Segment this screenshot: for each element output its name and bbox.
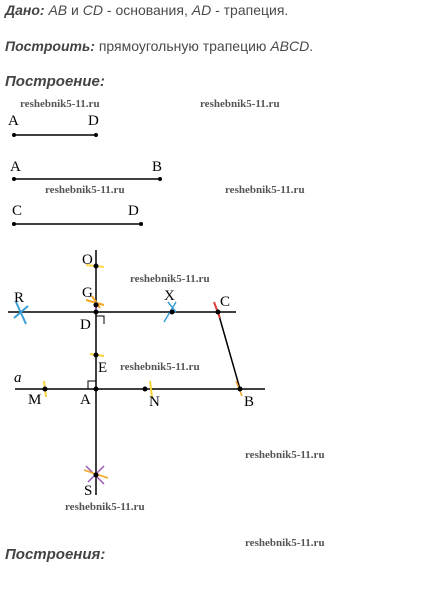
label-b: B bbox=[244, 394, 254, 410]
point-s bbox=[93, 472, 99, 478]
trapezoid-construction: O G R X C D E a M A N B S bbox=[8, 250, 265, 499]
given-label: Дано: bbox=[5, 2, 45, 18]
label-o: O bbox=[82, 252, 93, 268]
construction-heading: Построение: bbox=[5, 73, 105, 90]
segment-ad: A D bbox=[8, 113, 99, 137]
segment-cd-label-c: C bbox=[12, 203, 22, 219]
point-n bbox=[142, 386, 148, 392]
segment-ab-label-b: B bbox=[152, 159, 162, 175]
watermark-5: reshebnik5-11.ru bbox=[130, 273, 210, 285]
arc-mark-r bbox=[13, 301, 29, 325]
arc-mark-n bbox=[149, 380, 153, 398]
segment-cd-label-d: D bbox=[128, 203, 139, 219]
segment-ab-label-a: A bbox=[10, 159, 21, 175]
construct-end: . bbox=[309, 38, 314, 54]
given-part-trapezoid: - трапеция. bbox=[211, 2, 289, 18]
construct-label: Построить: bbox=[5, 38, 95, 54]
point-m bbox=[42, 386, 48, 392]
watermark-8: reshebnik5-11.ru bbox=[65, 501, 145, 513]
construct-text: прямоугольную трапецию bbox=[94, 38, 271, 54]
given-part-cd: CD bbox=[82, 2, 103, 18]
watermark-7: reshebnik5-11.ru bbox=[245, 449, 325, 461]
point-x bbox=[169, 309, 175, 315]
constructions-heading: Построения: bbox=[5, 546, 106, 563]
right-angle-a bbox=[87, 380, 96, 389]
watermark-6: reshebnik5-11.ru bbox=[120, 361, 200, 373]
segment-ad-label-d: D bbox=[88, 113, 99, 129]
given-part-ad: AD bbox=[191, 2, 212, 18]
construct-name: ABCD bbox=[270, 38, 310, 54]
label-line-a: a bbox=[14, 370, 22, 386]
label-s: S bbox=[84, 483, 92, 499]
watermark-3: reshebnik5-11.ru bbox=[45, 184, 125, 196]
label-x: X bbox=[164, 288, 175, 304]
side-cb bbox=[217, 311, 241, 390]
watermark-9: reshebnik5-11.ru bbox=[245, 537, 325, 549]
watermark-2: reshebnik5-11.ru bbox=[200, 98, 280, 110]
point-b bbox=[237, 386, 243, 392]
construct-line: Построить: прямоугольную трапецию ABCD. bbox=[5, 38, 313, 54]
label-e: E bbox=[98, 360, 107, 376]
given-line: Дано: AB и CD - основания, AD - трапеция… bbox=[5, 2, 288, 18]
point-c bbox=[215, 309, 221, 315]
given-part-ab: AB bbox=[48, 2, 68, 18]
label-d: D bbox=[80, 317, 91, 333]
label-r: R bbox=[14, 290, 24, 306]
label-c: C bbox=[220, 294, 230, 310]
point-g bbox=[93, 302, 99, 308]
point-o bbox=[93, 263, 99, 269]
watermark-1: reshebnik5-11.ru bbox=[20, 98, 100, 110]
given-part-bases: - основания, bbox=[103, 2, 192, 18]
label-m: M bbox=[28, 392, 41, 408]
label-a: A bbox=[80, 392, 91, 408]
given-part-and: и bbox=[67, 2, 83, 18]
point-d bbox=[93, 309, 99, 315]
segment-ab: A B bbox=[10, 159, 162, 181]
point-a bbox=[93, 386, 99, 392]
watermark-4: reshebnik5-11.ru bbox=[225, 184, 305, 196]
point-e bbox=[93, 352, 99, 358]
segment-cd: C D bbox=[12, 203, 143, 226]
right-angle-d bbox=[96, 315, 105, 324]
label-g: G bbox=[82, 285, 93, 301]
label-n: N bbox=[149, 394, 160, 410]
segment-ad-label-a: A bbox=[8, 113, 19, 129]
